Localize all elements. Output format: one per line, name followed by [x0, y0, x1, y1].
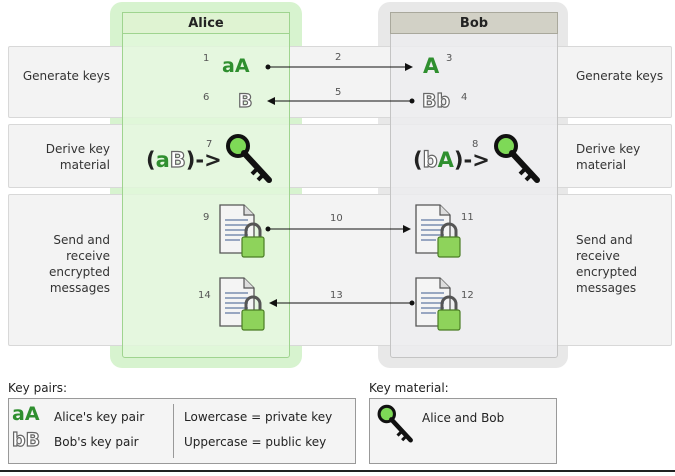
send-receive-left-label: Send and receive encrypted messages	[49, 233, 110, 295]
legend-bob-key-pair-label: Bob's key pair	[54, 435, 139, 449]
step-number: 11	[461, 212, 474, 223]
bob-received-public-key-glyph: A	[423, 54, 440, 78]
legend-key-pairs-box	[8, 398, 356, 464]
bob-key-material-icon	[494, 134, 540, 183]
alice-column-header: Alice	[122, 12, 290, 34]
step-number: 14	[198, 290, 211, 301]
step-number: 9	[203, 212, 210, 223]
alice-column	[122, 12, 290, 358]
step-number: 7	[206, 139, 213, 150]
generate-keys-right-label: Generate keys	[576, 69, 664, 83]
bottom-rule	[0, 470, 675, 472]
bob-private-key-glyph: b	[422, 147, 438, 172]
step-number: 2	[335, 52, 342, 63]
legend-lowercase-note: Lowercase = private key	[184, 410, 333, 424]
legend-uppercase-note: Uppercase = public key	[184, 435, 327, 449]
bob-column-header: Bob	[390, 12, 558, 34]
band-generate-keys	[8, 46, 672, 118]
band-send-receive	[8, 194, 672, 346]
generate-keys-left-label: Generate keys	[22, 69, 110, 83]
derive-key-right-label: Derive key material	[576, 142, 641, 172]
legend-alice-key-pair-glyph: aA	[12, 403, 40, 425]
bob-derive-expression: (bA)->	[413, 147, 490, 172]
step-number: 13	[330, 290, 343, 301]
band-derive-key-material	[8, 124, 672, 188]
arrow-step-10	[265, 225, 411, 233]
alice-private-key-glyph: a	[155, 148, 170, 172]
step-number: 10	[330, 213, 343, 224]
legend-key-material-title: Key material:	[369, 381, 449, 395]
step-number: 12	[461, 290, 474, 301]
bob-encrypted-document-icon-12	[415, 277, 461, 331]
alice-derive-expression: (aB)->	[146, 147, 222, 172]
legend-key-material-label: Alice and Bob	[422, 411, 505, 425]
alice-public-key-glyph: A	[437, 148, 454, 172]
arrow-step-13	[269, 299, 415, 307]
arrow-step-2	[265, 63, 413, 71]
alice-encrypted-document-icon-9	[219, 204, 265, 258]
arrow-step-5	[267, 97, 415, 105]
bob-encrypted-document-icon-11	[415, 204, 461, 258]
step-number: 1	[203, 53, 210, 64]
legend-bob-key-pair-glyph: bB	[11, 428, 41, 451]
derive-arrow: )->	[185, 148, 222, 172]
legend-divider	[173, 404, 174, 458]
bob-public-key-glyph: B	[169, 147, 186, 172]
alice-key-pair-glyph: aA	[222, 55, 250, 77]
bob-key-pair-glyph: Bb	[421, 89, 451, 112]
step-number: 4	[461, 92, 468, 103]
paren-open: (	[413, 148, 423, 172]
legend-key-pairs-title: Key pairs:	[8, 381, 68, 395]
alice-received-public-key-glyph: B	[237, 89, 253, 112]
derive-key-left-label: Derive key material	[45, 142, 110, 172]
paren-open: (	[146, 148, 156, 172]
derive-arrow: )->	[453, 148, 490, 172]
step-number: 6	[203, 92, 210, 103]
step-number: 5	[335, 87, 342, 98]
step-number: 8	[472, 139, 479, 150]
alice-encrypted-document-icon-14	[219, 277, 265, 331]
step-number: 3	[446, 53, 453, 64]
alice-key-material-icon	[226, 134, 272, 183]
legend-alice-key-pair-label: Alice's key pair	[54, 410, 145, 424]
send-receive-right-label: Send and receive encrypted messages	[576, 233, 637, 295]
legend-key-icon	[377, 404, 413, 443]
